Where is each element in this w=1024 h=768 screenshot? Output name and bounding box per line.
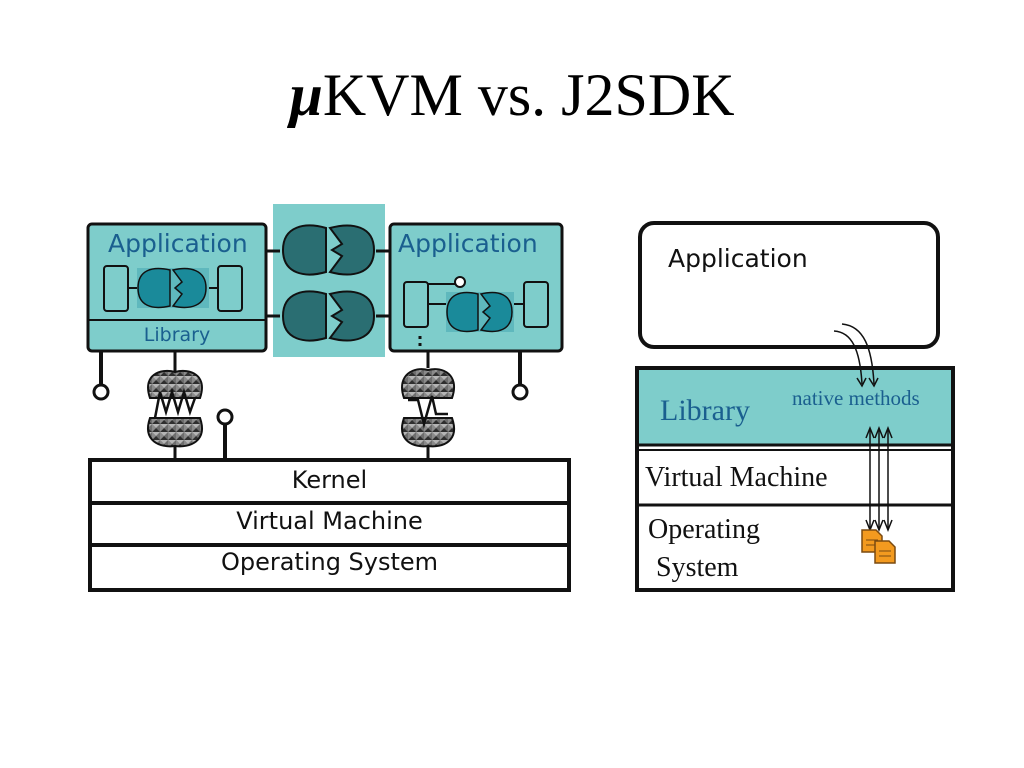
shared-component-top bbox=[281, 224, 376, 276]
file-icon bbox=[861, 529, 896, 564]
native-methods-label: native methods bbox=[792, 386, 920, 410]
application-label: Application bbox=[668, 244, 808, 273]
vm-label: Virtual Machine bbox=[645, 462, 828, 493]
library-label-right: Library bbox=[660, 394, 750, 427]
j2sdk-diagram bbox=[635, 221, 955, 592]
os-label-line2: System bbox=[656, 552, 739, 583]
os-label-line1: Operating bbox=[648, 514, 760, 545]
native-call-arrows bbox=[865, 425, 893, 533]
library-label: Library bbox=[143, 324, 211, 346]
slide-title: μKVM vs. J2SDK bbox=[289, 62, 735, 128]
operating-system-label: Operating System bbox=[220, 548, 439, 576]
studded-component-right bbox=[401, 368, 455, 448]
app-left-label: Application bbox=[108, 229, 248, 258]
virtual-machine-label: Virtual Machine bbox=[236, 507, 423, 535]
studded-component-left bbox=[147, 370, 203, 448]
app-box-right bbox=[388, 222, 564, 353]
shared-component-bottom bbox=[281, 290, 376, 342]
kernel-label: Kernel bbox=[291, 466, 368, 494]
library-layer bbox=[639, 370, 951, 444]
system-stack bbox=[88, 458, 571, 592]
application-box bbox=[638, 221, 940, 349]
ukvm-diagram bbox=[86, 204, 571, 592]
app-right-label: Application bbox=[398, 229, 538, 258]
